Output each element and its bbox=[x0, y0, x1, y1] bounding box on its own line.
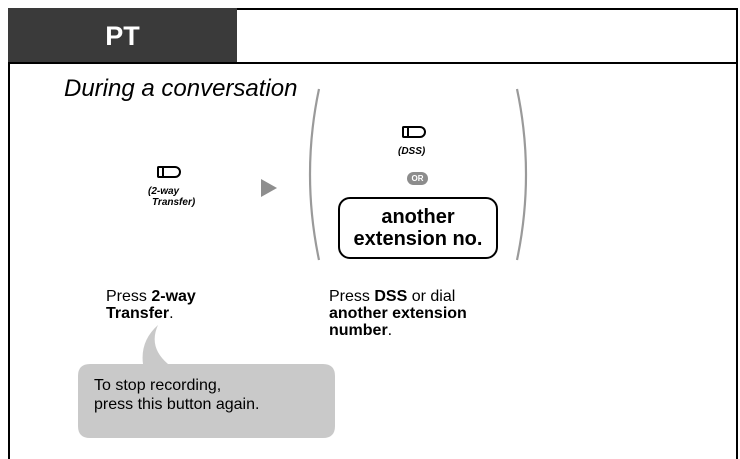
pt-tab-label: PT bbox=[105, 21, 140, 51]
transfer-label-line2: Transfer) bbox=[152, 197, 196, 208]
step1-desc-prefix: Press bbox=[106, 288, 152, 305]
procedure-frame bbox=[8, 8, 738, 459]
step2-desc-prefix: Press bbox=[329, 288, 375, 305]
extension-number-text: another extension no. bbox=[353, 206, 483, 250]
note-line2: press this button again. bbox=[94, 396, 260, 413]
option-parentheses bbox=[308, 88, 528, 261]
right-parenthesis bbox=[515, 88, 528, 261]
step2-desc-bold2: another extension number bbox=[329, 305, 467, 339]
context-heading: During a conversation bbox=[64, 75, 298, 102]
pt-tab: PT bbox=[8, 8, 237, 62]
step1-desc-bold: 2-way Transfer bbox=[106, 288, 196, 322]
step2-desc-mid: or dial bbox=[407, 288, 456, 305]
step1-description: Press 2-way Transfer. bbox=[106, 288, 196, 322]
note-line1: To stop recording, bbox=[94, 377, 222, 394]
transfer-button-icon bbox=[157, 166, 181, 178]
step2-desc-suffix: . bbox=[387, 322, 393, 339]
note-text: To stop recording, press this button aga… bbox=[94, 376, 259, 414]
or-badge: OR bbox=[407, 172, 428, 185]
step2-desc-bold1: DSS bbox=[374, 288, 408, 305]
extension-number-box: another extension no. bbox=[338, 197, 498, 259]
left-parenthesis bbox=[308, 88, 321, 261]
transfer-label-line1: (2-way bbox=[148, 186, 180, 197]
header-divider bbox=[8, 62, 738, 64]
dss-label: (DSS) bbox=[398, 146, 426, 157]
dss-button-icon bbox=[402, 126, 426, 138]
note-bubble bbox=[78, 325, 335, 438]
arrow-right-icon bbox=[261, 179, 277, 197]
step1-desc-suffix: . bbox=[169, 305, 174, 322]
note-bubble-shape bbox=[78, 325, 335, 438]
